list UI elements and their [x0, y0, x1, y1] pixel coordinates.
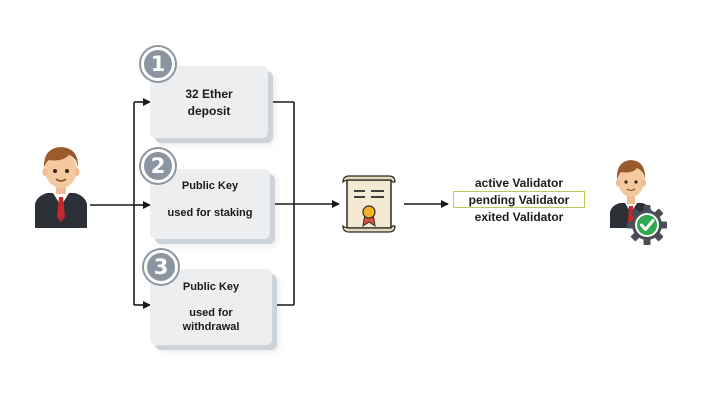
status-pending: pending Validator — [468, 193, 570, 207]
check-gear-icon — [627, 205, 667, 245]
step-2-box: Public Key used for staking — [150, 169, 270, 239]
step-2-line1: Public Key — [181, 180, 239, 192]
step-3-line3: withdrawal — [182, 321, 240, 333]
step-1-box: 32 Ether deposit — [150, 66, 268, 138]
user-icon — [35, 147, 87, 228]
status-active: active Validator — [474, 176, 564, 190]
step-1-line2: deposit — [187, 104, 231, 118]
step-3-line1: Public Key — [182, 281, 240, 293]
step-2-line2: used for staking — [167, 207, 253, 219]
step-3-box: Public Key used for withdrawal — [150, 269, 272, 345]
step-3-line2: used for — [189, 307, 233, 319]
step-1-line1: 32 Ether — [185, 87, 233, 101]
certificate-icon — [342, 175, 396, 233]
step-1-badge: 1 — [141, 47, 175, 81]
step-2-badge: 2 — [141, 149, 175, 183]
status-exited: exited Validator — [474, 210, 564, 224]
step-3-badge: 3 — [144, 250, 178, 284]
status-pending-highlight — [453, 191, 585, 208]
